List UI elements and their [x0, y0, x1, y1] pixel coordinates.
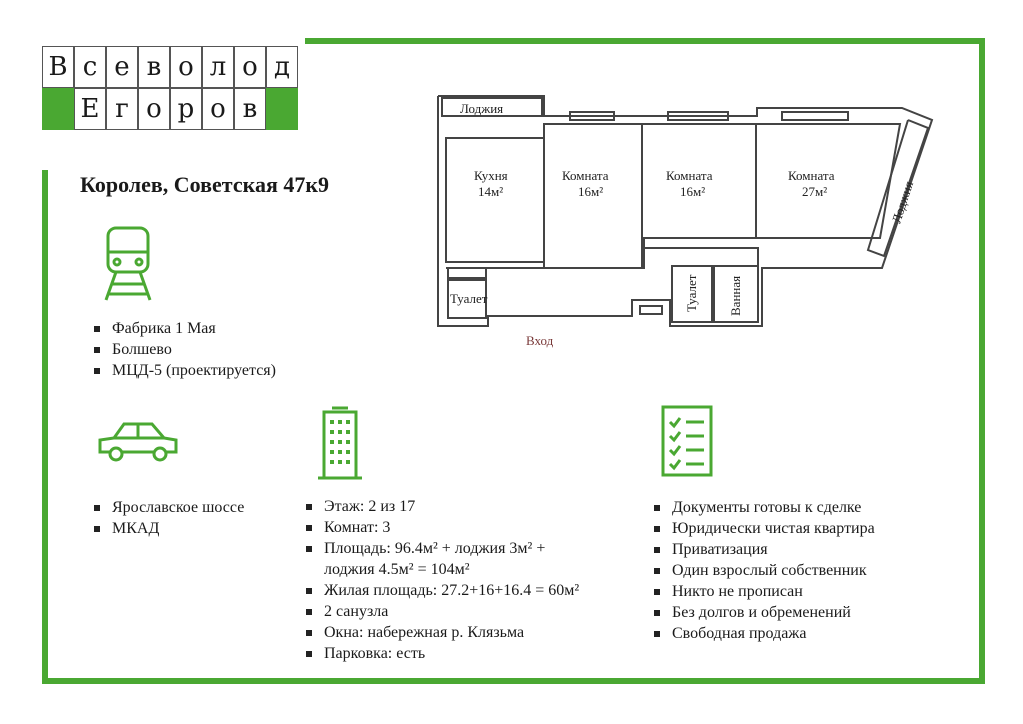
entrance-label: Вход	[526, 333, 554, 348]
list-item: Окна: набережная р. Клязьма	[302, 622, 622, 643]
logo-green-block	[42, 88, 74, 130]
list-item: Парковка: есть	[302, 643, 622, 664]
room1-area: 16м²	[578, 184, 603, 199]
room2-label: Комната	[666, 168, 713, 183]
list-item: Фабрика 1 Мая	[90, 318, 276, 339]
logo-letter: л	[202, 46, 234, 88]
transport-list: Фабрика 1 Мая Болшево МЦД-5 (проектирует…	[90, 318, 276, 381]
room3-label: Комната	[788, 168, 835, 183]
address-title: Королев, Советская 47к9	[80, 172, 330, 197]
toilet1-label: Туалет	[450, 291, 488, 306]
list-item: Документы готовы к сделке	[650, 497, 950, 518]
room3-area: 27м²	[802, 184, 827, 199]
logo-letter: д	[266, 46, 298, 88]
building-icon	[318, 406, 362, 480]
logo-letter: в	[234, 88, 266, 130]
list-item-continuation: лоджия 4.5м² = 104м²	[324, 561, 470, 578]
floor-plan: Лоджия Кухня 14м² Комната 16м² Комната 1…	[437, 95, 934, 348]
list-item: Без долгов и обременений	[650, 602, 950, 623]
kitchen-label: Кухня	[474, 168, 508, 183]
loggia-top-label: Лоджия	[460, 101, 503, 116]
list-item: Приватизация	[650, 539, 950, 560]
list-item: Свободная продажа	[650, 623, 950, 644]
checklist-icon	[661, 405, 713, 477]
logo-letter: о	[202, 88, 234, 130]
room2-area: 16м²	[680, 184, 705, 199]
logo: В с е в о л о д Е г о р о в	[42, 46, 298, 130]
list-item: Жилая площадь: 27.2+16+16.4 = 60м²	[302, 580, 622, 601]
details-list: Этаж: 2 из 17 Комнат: 3 Площадь: 96.4м² …	[302, 496, 622, 664]
bathroom-label: Ванная	[728, 276, 743, 316]
frame-bottom-line	[42, 678, 985, 684]
list-item: Этаж: 2 из 17	[302, 496, 622, 517]
frame-top-line	[305, 38, 985, 44]
frame-right-line	[979, 38, 985, 684]
logo-letter: о	[234, 46, 266, 88]
logo-letter: е	[106, 46, 138, 88]
logo-letter: о	[170, 46, 202, 88]
list-item: Комнат: 3	[302, 517, 622, 538]
roads-list: Ярославское шоссе МКАД	[90, 497, 244, 539]
legal-list: Документы готовы к сделке Юридически чис…	[650, 497, 950, 644]
room1-label: Комната	[562, 168, 609, 183]
toilet2-label: Туалет	[684, 274, 699, 312]
list-item: Никто не прописан	[650, 581, 950, 602]
list-item: Юридически чистая квартира	[650, 518, 950, 539]
frame-left-line	[42, 170, 48, 684]
list-item: Один взрослый собственник	[650, 560, 950, 581]
list-item: Болшево	[90, 339, 276, 360]
train-icon	[104, 226, 152, 301]
logo-letter: г	[106, 88, 138, 130]
kitchen-area: 14м²	[478, 184, 503, 199]
logo-letter: в	[138, 46, 170, 88]
car-icon	[98, 422, 178, 462]
logo-letter: с	[74, 46, 106, 88]
list-item: МЦД-5 (проектируется)	[90, 360, 276, 381]
list-item: МКАД	[90, 518, 244, 539]
logo-letter: Е	[74, 88, 106, 130]
logo-green-block	[266, 88, 298, 130]
list-item: 2 санузла	[302, 601, 622, 622]
list-item: Площадь: 96.4м² + лоджия 3м² +	[302, 538, 622, 559]
logo-letter: В	[42, 46, 74, 88]
logo-letter: о	[138, 88, 170, 130]
list-item: Ярославское шоссе	[90, 497, 244, 518]
loggia-right-label: Лоджия	[889, 179, 917, 225]
logo-letter: р	[170, 88, 202, 130]
